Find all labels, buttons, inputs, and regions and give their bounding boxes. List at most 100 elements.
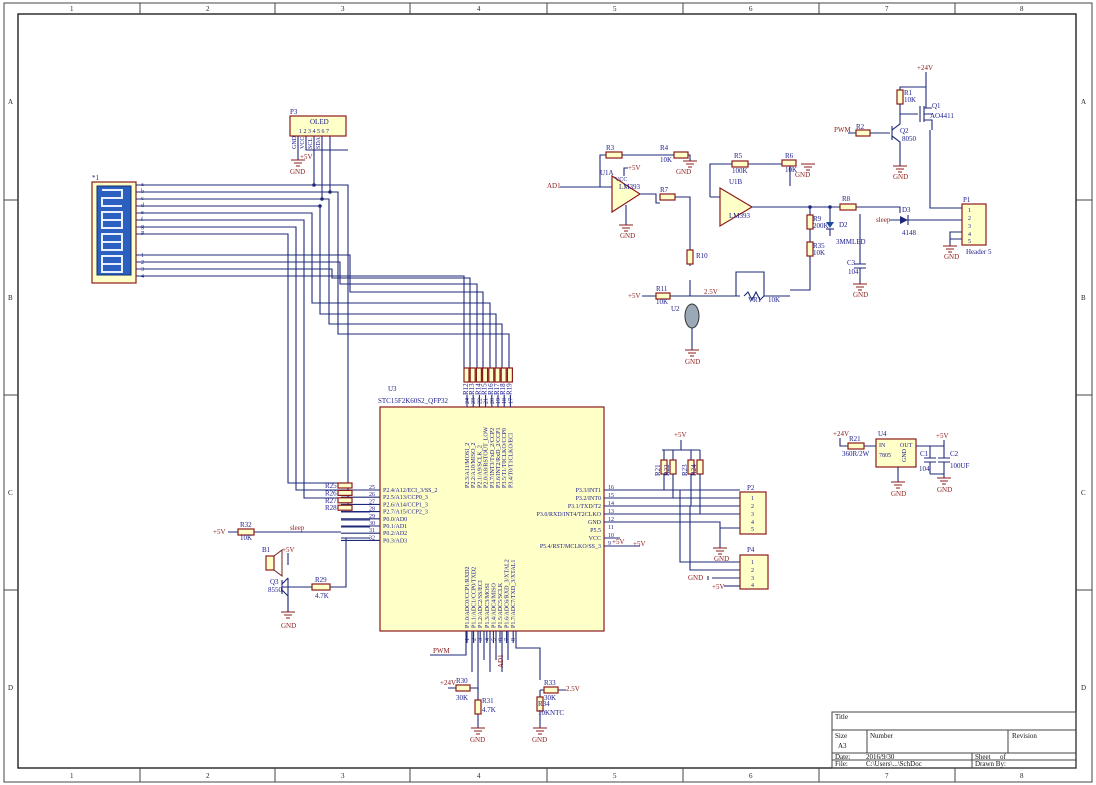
r27-designator: R27 <box>325 497 337 505</box>
u3-designator: U3 <box>388 385 397 393</box>
u3-pin-30-name: P0.1/AD1 <box>383 524 407 530</box>
p2-pin-4: 4 <box>751 520 754 526</box>
r35-value: 10K <box>813 249 825 257</box>
u3-pin-8-name: P1.7/ADC7/TXD_3/XTAL1 <box>511 560 517 628</box>
r30-designator: R30 <box>456 677 468 685</box>
r21-designator: R21 <box>849 435 861 443</box>
vcc-wire <box>604 537 640 547</box>
u2-designator: U2 <box>671 305 680 313</box>
grid-col-7: 7 <box>885 5 889 13</box>
comparator-u1b: U1B LM393 <box>719 178 754 228</box>
r29-value: 4.7K <box>315 592 329 600</box>
q3-value: 8550 <box>268 586 283 594</box>
q2-gnd-label: GND <box>893 173 908 181</box>
r10-resistor <box>686 249 694 265</box>
grid-col-5: 5 <box>613 5 617 13</box>
driver-24v-wire <box>899 72 927 108</box>
u3-pin-25-name: P2.4/A12/ECI_3/SS_2 <box>383 488 438 494</box>
r8-designator: R8 <box>842 195 851 203</box>
p2-pin-5: 5 <box>751 527 754 533</box>
d3-value: 4148 <box>902 229 917 237</box>
pullup-wires <box>663 474 701 514</box>
r8-resistor <box>839 203 857 211</box>
r11-value: 10K <box>656 298 668 306</box>
r31-value: 4.7K <box>482 706 496 714</box>
r11-resistor <box>655 292 671 300</box>
u4-in-label: IN <box>879 443 886 449</box>
r32-designator: R32 <box>240 521 252 529</box>
reg-5v-label: +5V <box>936 432 949 440</box>
r26-designator: R26 <box>325 489 337 497</box>
q2-value: 8050 <box>902 135 917 143</box>
dig-1-label: 1 <box>141 253 144 259</box>
u2-gnd-label: GND <box>685 358 700 366</box>
grid-col-3: 3 <box>341 5 345 13</box>
grid-col-8: 8 <box>1020 5 1024 13</box>
resistor-r25 <box>337 482 353 489</box>
u3-pin-27-name: P2.6/A14/CCP1_3 <box>383 502 428 508</box>
c1-value: 104 <box>919 465 930 473</box>
q2-designator: Q2 <box>900 127 909 135</box>
of-label: of <box>1000 753 1007 761</box>
resistor-r19 <box>506 367 513 383</box>
r5-value: 100K <box>732 167 748 175</box>
u1b-wires <box>709 163 791 208</box>
r6-gnd-label: GND <box>795 171 810 179</box>
size-label: Size <box>835 732 847 740</box>
sleep-net-mcu: sleep <box>290 524 305 532</box>
r28-designator: R28 <box>325 504 337 512</box>
u3-pin-20-name: P3.7/INT3/TxD_2/CCP2 <box>490 428 496 488</box>
oled-pin-names: GND VCC SCL SDA <box>292 135 322 149</box>
u3-pin-30-number: 30 <box>369 521 375 527</box>
comparator-u1a: U1A LM393 VCC +5V GND <box>600 164 642 240</box>
connector-p2: P2 1 2 3 4 5 <box>739 484 767 535</box>
u3-pin-16-number: 16 <box>608 485 614 491</box>
r11-designator: R11 <box>656 285 668 293</box>
u3-pin-31-number: 31 <box>369 528 375 534</box>
r22-designator: R22 <box>663 464 671 476</box>
r7-designator: R7 <box>660 186 669 194</box>
u3-pin-26-name: P2.5/A13/CCP0_3 <box>383 495 428 501</box>
dig-4-label: 4 <box>141 274 144 280</box>
c3-gnd-label: GND <box>853 291 868 299</box>
c3-capacitor <box>854 214 866 284</box>
r33-resistor <box>543 686 559 694</box>
r6-gnd <box>801 163 815 171</box>
p4-5v-label: +5V <box>712 583 725 591</box>
u3-pin-10-number: 10 <box>608 533 614 539</box>
oled-title: OLED <box>310 118 329 126</box>
grid-col-4: 4 <box>477 5 481 13</box>
u3-pin-21-number: 21 <box>484 398 490 404</box>
r6-designator: R6 <box>785 152 794 160</box>
oled-pin-gnd: GND <box>292 135 298 149</box>
r2-designator: R2 <box>856 123 865 131</box>
oled-designator: P3 <box>290 108 298 116</box>
u3-pin-11-number: 11 <box>608 525 614 531</box>
r31-resistor <box>474 699 482 715</box>
grid-col-3-bottom: 3 <box>341 772 345 780</box>
u3-pin-22-name: P2.1/A9/SCLK_2 <box>477 445 483 488</box>
u4-value: 7805 <box>879 453 891 459</box>
oled-5v-label: +5V <box>300 153 313 161</box>
u3-pin-29-name: P0.0/AD0 <box>383 517 407 523</box>
u3-pin-6-name: P1.5/ADC5/SCLK <box>498 582 504 628</box>
digit-glyphs <box>101 189 123 273</box>
c1-designator: C1 <box>920 450 929 458</box>
c2-value: 100UF <box>950 462 970 470</box>
p4-signal-wires <box>679 490 740 571</box>
pwm-net-top: PWM <box>834 126 852 134</box>
grid-col-2-bottom: 2 <box>206 772 210 780</box>
display-bus-wires <box>136 136 510 506</box>
r12-designator: R12 <box>462 383 470 395</box>
r5-designator: R5 <box>734 152 743 160</box>
r10-designator: R10 <box>696 252 708 260</box>
diode-d3: D3 4148 <box>900 206 917 237</box>
u3-pin-31-name: P0.2/AD2 <box>383 531 407 537</box>
vr1-value: 10K <box>768 296 780 304</box>
u3-pin-3-number: 3 <box>478 638 484 641</box>
u3-pin-21-name: P2.0/A8/RSTOUT_LOW <box>484 426 490 488</box>
vref-net-label: 2.5V <box>704 288 718 296</box>
r34-gnd-label: GND <box>532 736 547 744</box>
reg-gnd <box>891 481 905 489</box>
